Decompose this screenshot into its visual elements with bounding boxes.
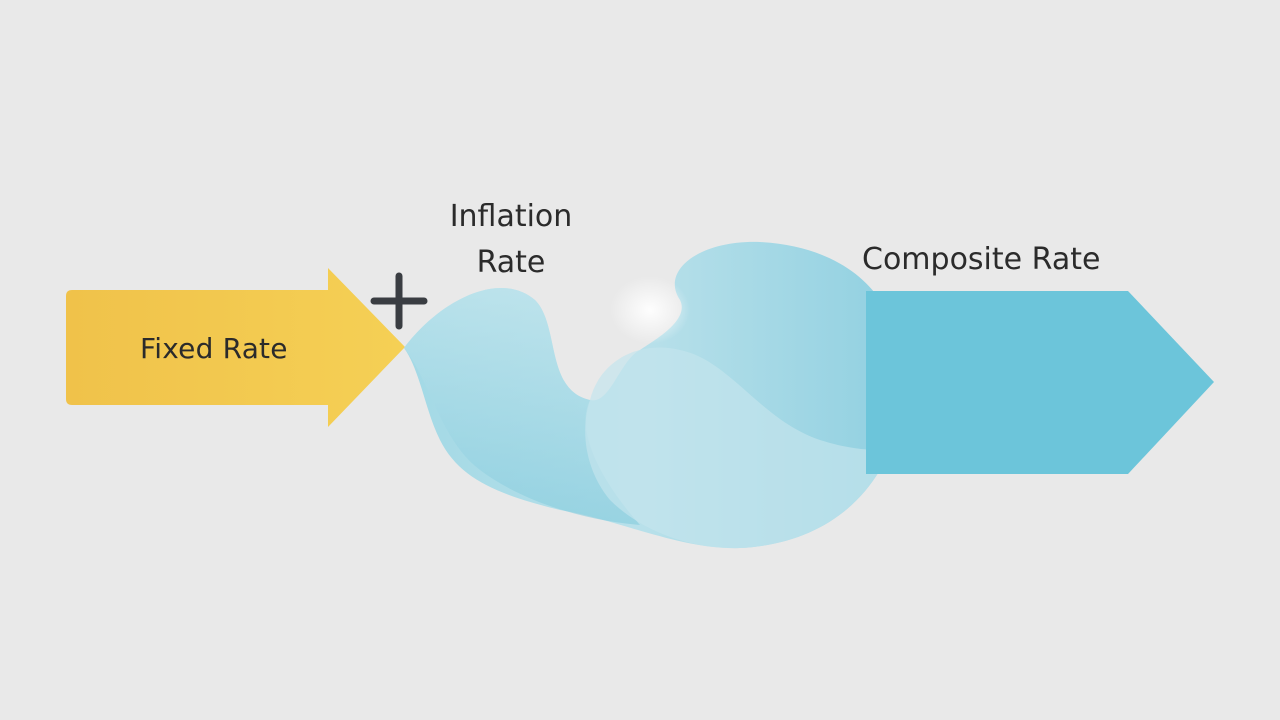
inflation-rate-label-line1: Inflation <box>449 199 573 234</box>
plus-icon <box>370 272 428 330</box>
composite-rate-arrow <box>866 291 1214 474</box>
fixed-rate-arrow <box>66 268 405 427</box>
inflation-rate-label: Inflation Rate <box>436 194 586 286</box>
fixed-rate-label: Fixed Rate <box>140 332 288 365</box>
inflation-rate-wave <box>404 241 880 549</box>
composite-rate-label: Composite Rate <box>862 242 1101 277</box>
inflation-rate-label-line2: Rate <box>476 245 546 280</box>
